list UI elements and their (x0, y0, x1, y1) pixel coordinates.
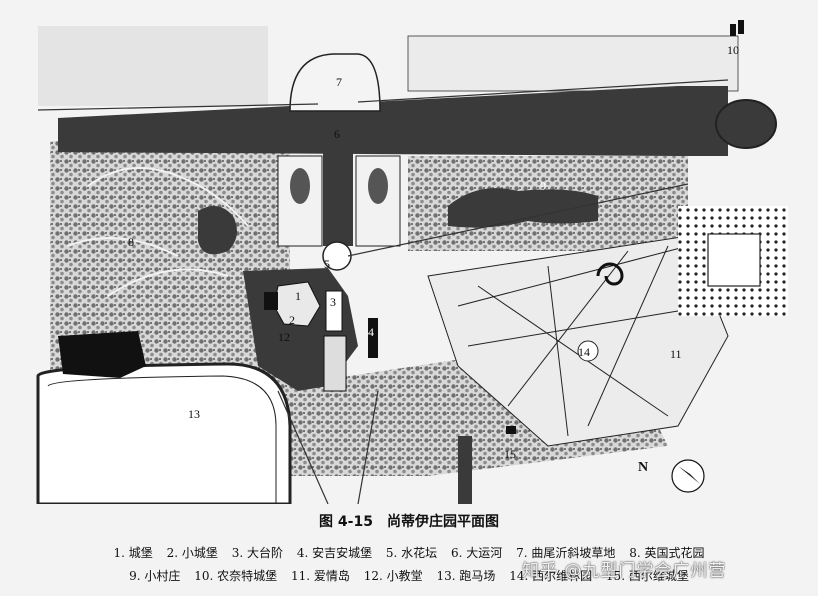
map-label-2: 2 (289, 313, 295, 327)
map-label-13: 13 (188, 407, 200, 421)
map-label-7: 7 (336, 75, 342, 89)
sylvie-alleys (457, 245, 709, 437)
island-lake (323, 335, 347, 392)
legend-item: 2. 小城堡 (166, 546, 218, 560)
map-label-5: 5 (324, 257, 330, 271)
watermark: 知乎 @九型门学会广州营 (522, 561, 727, 581)
roads (37, 79, 729, 504)
sylvie-roundpoint (577, 340, 599, 362)
english-garden-paths (67, 167, 249, 297)
central-roundel (322, 241, 352, 271)
loge-building-a (730, 24, 736, 36)
legend-item: 15. 西尔维城堡 (605, 569, 689, 583)
site-plan: N 1 2 3 4 5 6 7 8 9 10 11 12 13 14 15 (36, 20, 788, 504)
north-arrow: N (638, 459, 705, 493)
map-label-3: 3 (330, 295, 336, 309)
hemicycle-lawn (289, 53, 381, 112)
racecourse-inner (47, 375, 277, 504)
map-label-15: 15 (504, 447, 516, 461)
map-label-9: 9 (540, 179, 546, 193)
legend-item: 6. 大运河 (451, 546, 503, 560)
basin-east (368, 168, 388, 204)
canal-south (458, 436, 472, 504)
map-label-12: 12 (278, 330, 290, 344)
legend-row-1: 1. 城堡 2. 小城堡 3. 大台阶 4. 安吉安城堡 5. 水花坛 6. 大… (0, 544, 818, 561)
map-label-10: 10 (727, 43, 739, 57)
legend-item: 14. 西尔维林园 (509, 569, 593, 583)
town-block (38, 26, 268, 106)
loge-building-b (738, 20, 744, 34)
legend-item: 4. 安吉安城堡 (296, 546, 373, 560)
petit-chateau (264, 292, 278, 310)
legend-item: 5. 水花坛 (385, 546, 438, 560)
canal-east-basin (715, 99, 777, 149)
hameau-lake (448, 188, 598, 228)
legend-item: 13. 跑马场 (436, 569, 496, 583)
canal-cross-arm (323, 146, 353, 246)
grand-canal (58, 86, 728, 156)
legend-row-2: 9. 小村庄 10. 农奈特城堡 11. 爱情岛 12. 小教堂 13. 跑马场… (0, 567, 818, 584)
map-label-8: 8 (128, 235, 134, 249)
grand-staircase (325, 290, 343, 332)
legend-item: 10. 农奈特城堡 (194, 569, 278, 583)
spiral-parterre (596, 262, 624, 286)
map-label-1: 1 (295, 289, 301, 303)
caption-title: 尚蒂伊庄园平面图 (386, 514, 499, 530)
basin-west (290, 168, 310, 204)
figure-caption: 图 4-15 尚蒂伊庄园平面图 (0, 511, 818, 531)
legend-item: 12. 小教堂 (363, 569, 423, 583)
legend-item: 8. 英国式花园 (629, 546, 705, 560)
map-label-11: 11 (670, 347, 682, 361)
legend-item: 9. 小村庄 (129, 569, 181, 583)
map-label-4: 4 (368, 325, 374, 339)
legend-item: 11. 爱情岛 (290, 569, 350, 583)
racecourse (36, 362, 292, 504)
legend-item: 3. 大台阶 (231, 546, 283, 560)
sylvie-chateau (506, 426, 516, 434)
enghien-chateau (368, 318, 378, 358)
english-garden-lake (198, 206, 237, 255)
legend-item: 7. 曲尾沂斜坡草地 (516, 546, 616, 560)
inner-square (707, 233, 761, 287)
map-label-6: 6 (334, 127, 340, 141)
north-label: N (638, 460, 648, 475)
map-label-14: 14 (578, 345, 590, 359)
caption-number: 图 4-15 (319, 514, 373, 530)
great-stables (58, 331, 146, 378)
fields-north (407, 35, 739, 92)
legend-item: 1. 城堡 (113, 546, 153, 560)
